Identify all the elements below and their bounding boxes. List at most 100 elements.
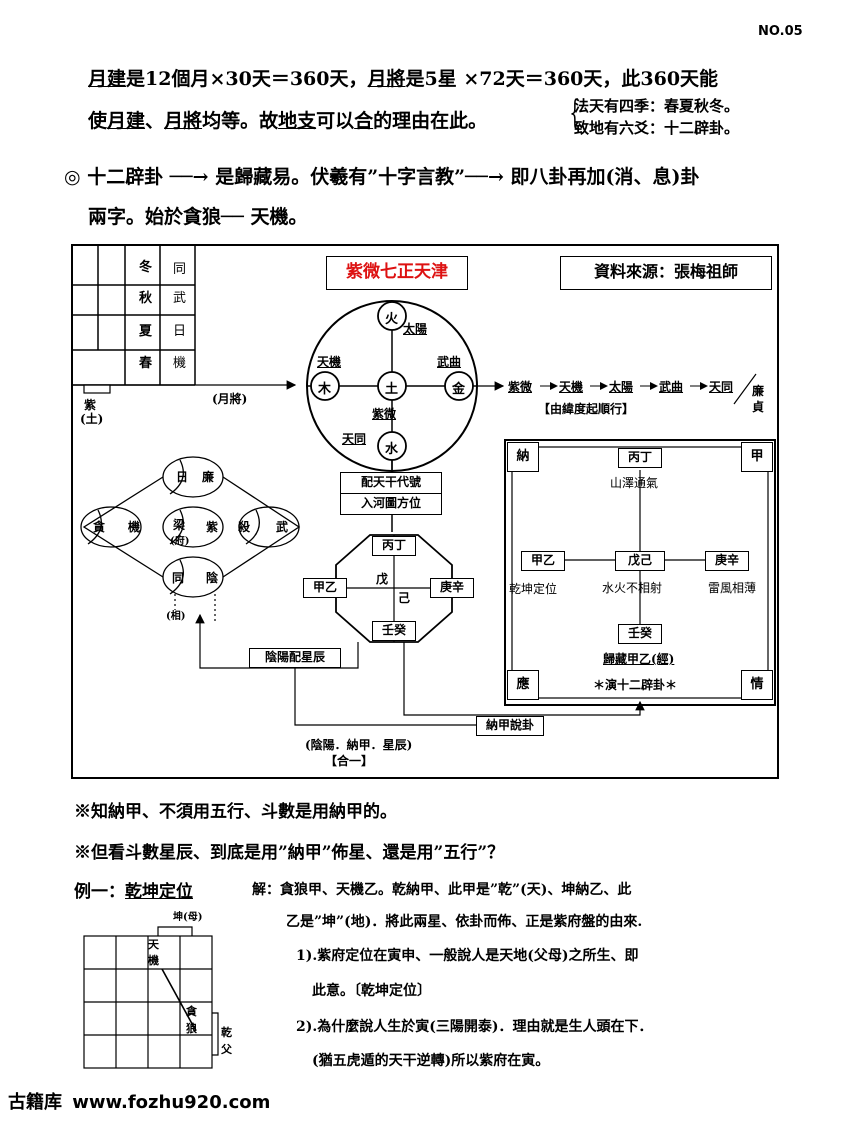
combine-line-2: 【合一】 xyxy=(325,754,374,768)
star-tong: 同 xyxy=(172,571,185,585)
text: 可以 xyxy=(316,110,355,132)
corner-text: 甲 xyxy=(750,449,764,464)
najia-corner-tr: 甲 xyxy=(741,442,773,472)
term-yuejian: 月建 xyxy=(88,68,127,90)
yinyang-box: 陰陽配星辰 xyxy=(249,648,341,668)
star-ri: 日 xyxy=(176,470,189,484)
ziwei-label: 紫微 xyxy=(372,407,397,421)
brace: { xyxy=(569,93,581,133)
star-fu: (府) xyxy=(170,536,190,547)
oct-right-text: 庚辛 xyxy=(439,580,464,594)
kun-label: 坤(母) xyxy=(173,912,203,923)
najia-right-text: 庚辛 xyxy=(714,553,739,567)
text: × xyxy=(456,68,480,90)
season-2: 秋 xyxy=(139,291,153,306)
term: 地支 xyxy=(278,110,317,132)
najia-center: 戊己 xyxy=(615,551,665,571)
season-4: 春 xyxy=(139,356,153,371)
najia-top-sub: 山澤通氣 xyxy=(610,476,659,490)
pei-text: 配天干代號 xyxy=(360,475,421,489)
najia-center-text: 戊己 xyxy=(627,553,652,567)
najia-bottom-text: 壬癸 xyxy=(627,626,652,640)
star-ji: 機 xyxy=(128,520,141,534)
seq-5: 天同 xyxy=(709,380,734,394)
najia-top-text: 丙丁 xyxy=(627,450,652,464)
intro-line-3: ◎ 十二辟卦 ──→ 是歸藏易。伏羲有”十字言教”──→ 即八卦再加(消、息)卦 xyxy=(64,166,700,188)
najia-right: 庚辛 xyxy=(705,551,749,571)
najia-left-text: 甲乙 xyxy=(530,553,555,567)
text: 使 xyxy=(88,110,108,132)
tanlang-char-1: 貪 xyxy=(186,1005,197,1018)
lian-char: 廉 xyxy=(752,384,765,398)
oct-bottom-text: 壬癸 xyxy=(381,623,406,637)
seq-4: 武曲 xyxy=(659,380,684,394)
combine-line-1: (陰陽．納甲．星辰) xyxy=(305,738,413,752)
pei-box: 配天干代號 xyxy=(340,472,442,494)
najia-note: ＊演十二辟卦＊ xyxy=(593,678,678,692)
oct-top-text: 丙丁 xyxy=(381,538,406,552)
star-zi: 紫 xyxy=(206,520,219,534)
zi-label: 紫 xyxy=(84,398,97,412)
najia-shuogua-text: 納甲說卦 xyxy=(485,718,534,732)
solution-line-2: 乙是”坤”(地)．將此兩星、依卦而佈、正是紫府盤的由來. xyxy=(286,914,643,930)
oct-left: 甲乙 xyxy=(303,578,347,598)
najia-shuogua-box: 納甲說卦 xyxy=(476,716,544,736)
najia-bottom: 壬癸 xyxy=(618,624,662,644)
intro-line-1: 月建是12個月×30天＝360天，月將是5星 ×72天＝360天，此360天能 xyxy=(88,64,718,91)
najia-corner-tl: 納 xyxy=(507,442,539,472)
weidu-label: 【由緯度起順行】 xyxy=(538,402,635,416)
star-liang: 梁 xyxy=(173,518,186,532)
qian-char-1: 乾 xyxy=(221,1026,232,1039)
tianji-char-1: 天 xyxy=(148,938,159,951)
corner-text: 納 xyxy=(516,449,530,464)
oct-right: 庚辛 xyxy=(430,578,474,598)
text: 30天＝360天， xyxy=(225,68,368,90)
najia-frame xyxy=(504,439,776,706)
title-text: 紫微七正天津 xyxy=(346,262,448,282)
star-xiang: (相) xyxy=(166,611,186,622)
source-text: 資料來源：張梅祖師 xyxy=(593,262,738,281)
seq-1: 紫微 xyxy=(508,380,533,394)
item-2a: 2).為什麼說人生於寅(三陽開泰)．理由就是生人頭在下． xyxy=(296,1019,653,1035)
season-star-3: 日 xyxy=(173,324,187,339)
intro-line-2: 使月建、月將均等。故地支可以合的理由在此。 xyxy=(88,106,487,133)
oct-wu: 戊 xyxy=(376,572,389,586)
tanlang-char-2: 狼 xyxy=(186,1022,197,1035)
fire-label: 火 xyxy=(385,312,399,327)
para-2: ※但看斗數星辰、到底是用”納甲”佈星、還是用”五行”？ xyxy=(74,843,505,863)
tianji-char-2: 機 xyxy=(148,954,159,967)
metal-label: 金 xyxy=(452,382,466,397)
text: 均等。故 xyxy=(202,110,279,132)
najia-left-sub: 乾坤定位 xyxy=(509,582,558,596)
side-note-2: 致地有六爻：十二辟卦。 xyxy=(574,119,740,137)
oct-bottom: 壬癸 xyxy=(372,621,416,641)
star-lian: 廉 xyxy=(202,470,215,484)
taiyang-label: 太陽 xyxy=(403,322,428,336)
item-1a: 1).紫府定位在寅申、一般說人是天地(父母)之所生、即 xyxy=(296,948,639,964)
term: 合 xyxy=(354,110,374,132)
season-star-1: 同 xyxy=(173,262,187,277)
corner-text: 應 xyxy=(516,677,530,692)
ruhe-text: 入河圖方位 xyxy=(360,496,421,510)
source-box: 資料來源：張梅祖師 xyxy=(560,256,772,290)
najia-bottom-sub: 歸藏甲乙(經) xyxy=(603,652,675,666)
example-heading: 例一：乾坤定位 xyxy=(74,877,193,902)
solution-line-1: 解：貪狼甲、天機乙。乾納甲、此甲是”乾”(天)、坤納乙、此 xyxy=(252,882,632,898)
tu-label: (土) xyxy=(80,412,104,426)
intro-line-4: 兩字。始於貪狼── 天機。 xyxy=(88,206,308,228)
najia-top: 丙丁 xyxy=(618,448,662,468)
diagram-title: 紫微七正天津 xyxy=(326,256,468,290)
qian-char-2: 父 xyxy=(221,1043,232,1056)
para-1: ※知納甲、不須用五行、斗數是用納甲的。 xyxy=(74,802,397,822)
corner-text: 情 xyxy=(750,677,764,692)
text: 、 xyxy=(145,110,165,132)
yuejiang-label: (月將) xyxy=(212,392,248,406)
star-tan: 貪 xyxy=(93,520,106,534)
footer-url-link[interactable]: www.fozhu920.com xyxy=(72,1092,271,1113)
star-yin: 陰 xyxy=(206,571,219,585)
najia-corner-br: 情 xyxy=(741,670,773,700)
earth-label: 土 xyxy=(385,382,399,397)
footer: 古籍库 www.fozhu920.com xyxy=(8,1088,270,1114)
side-note-1: 法天有四季：春夏秋冬。 xyxy=(574,97,740,115)
